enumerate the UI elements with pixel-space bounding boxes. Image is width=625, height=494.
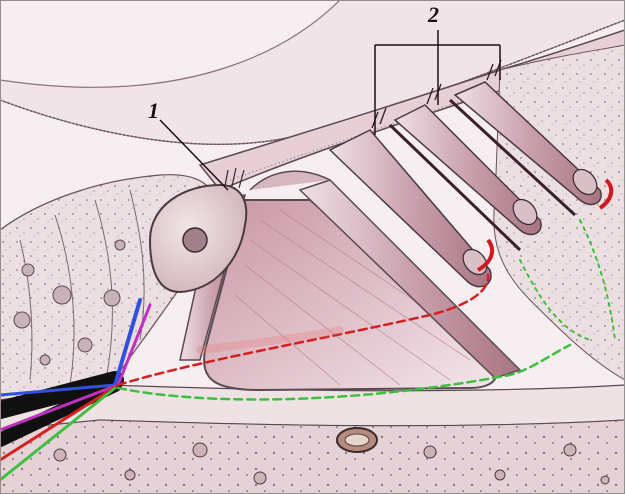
membrane-edge (0, 19, 625, 146)
label-2: 2 (428, 2, 439, 27)
tympanic-tissue (0, 419, 625, 494)
inner-hair-cell-stereocilia (224, 167, 245, 189)
support-cell-nuclei (13, 239, 126, 366)
label-2-bracket (374, 30, 501, 135)
vessel-lumen (344, 433, 370, 447)
label-1: 1 (148, 98, 159, 123)
pillar-head (249, 170, 331, 191)
tectorial-fibers (229, 97, 471, 181)
tunnel-shading (234, 209, 481, 386)
label-1-leader (159, 119, 229, 191)
tympanic-cells (53, 442, 610, 485)
inner-hair-cell-nucleus (182, 227, 208, 253)
nerve-fibers-icon (0, 219, 616, 482)
